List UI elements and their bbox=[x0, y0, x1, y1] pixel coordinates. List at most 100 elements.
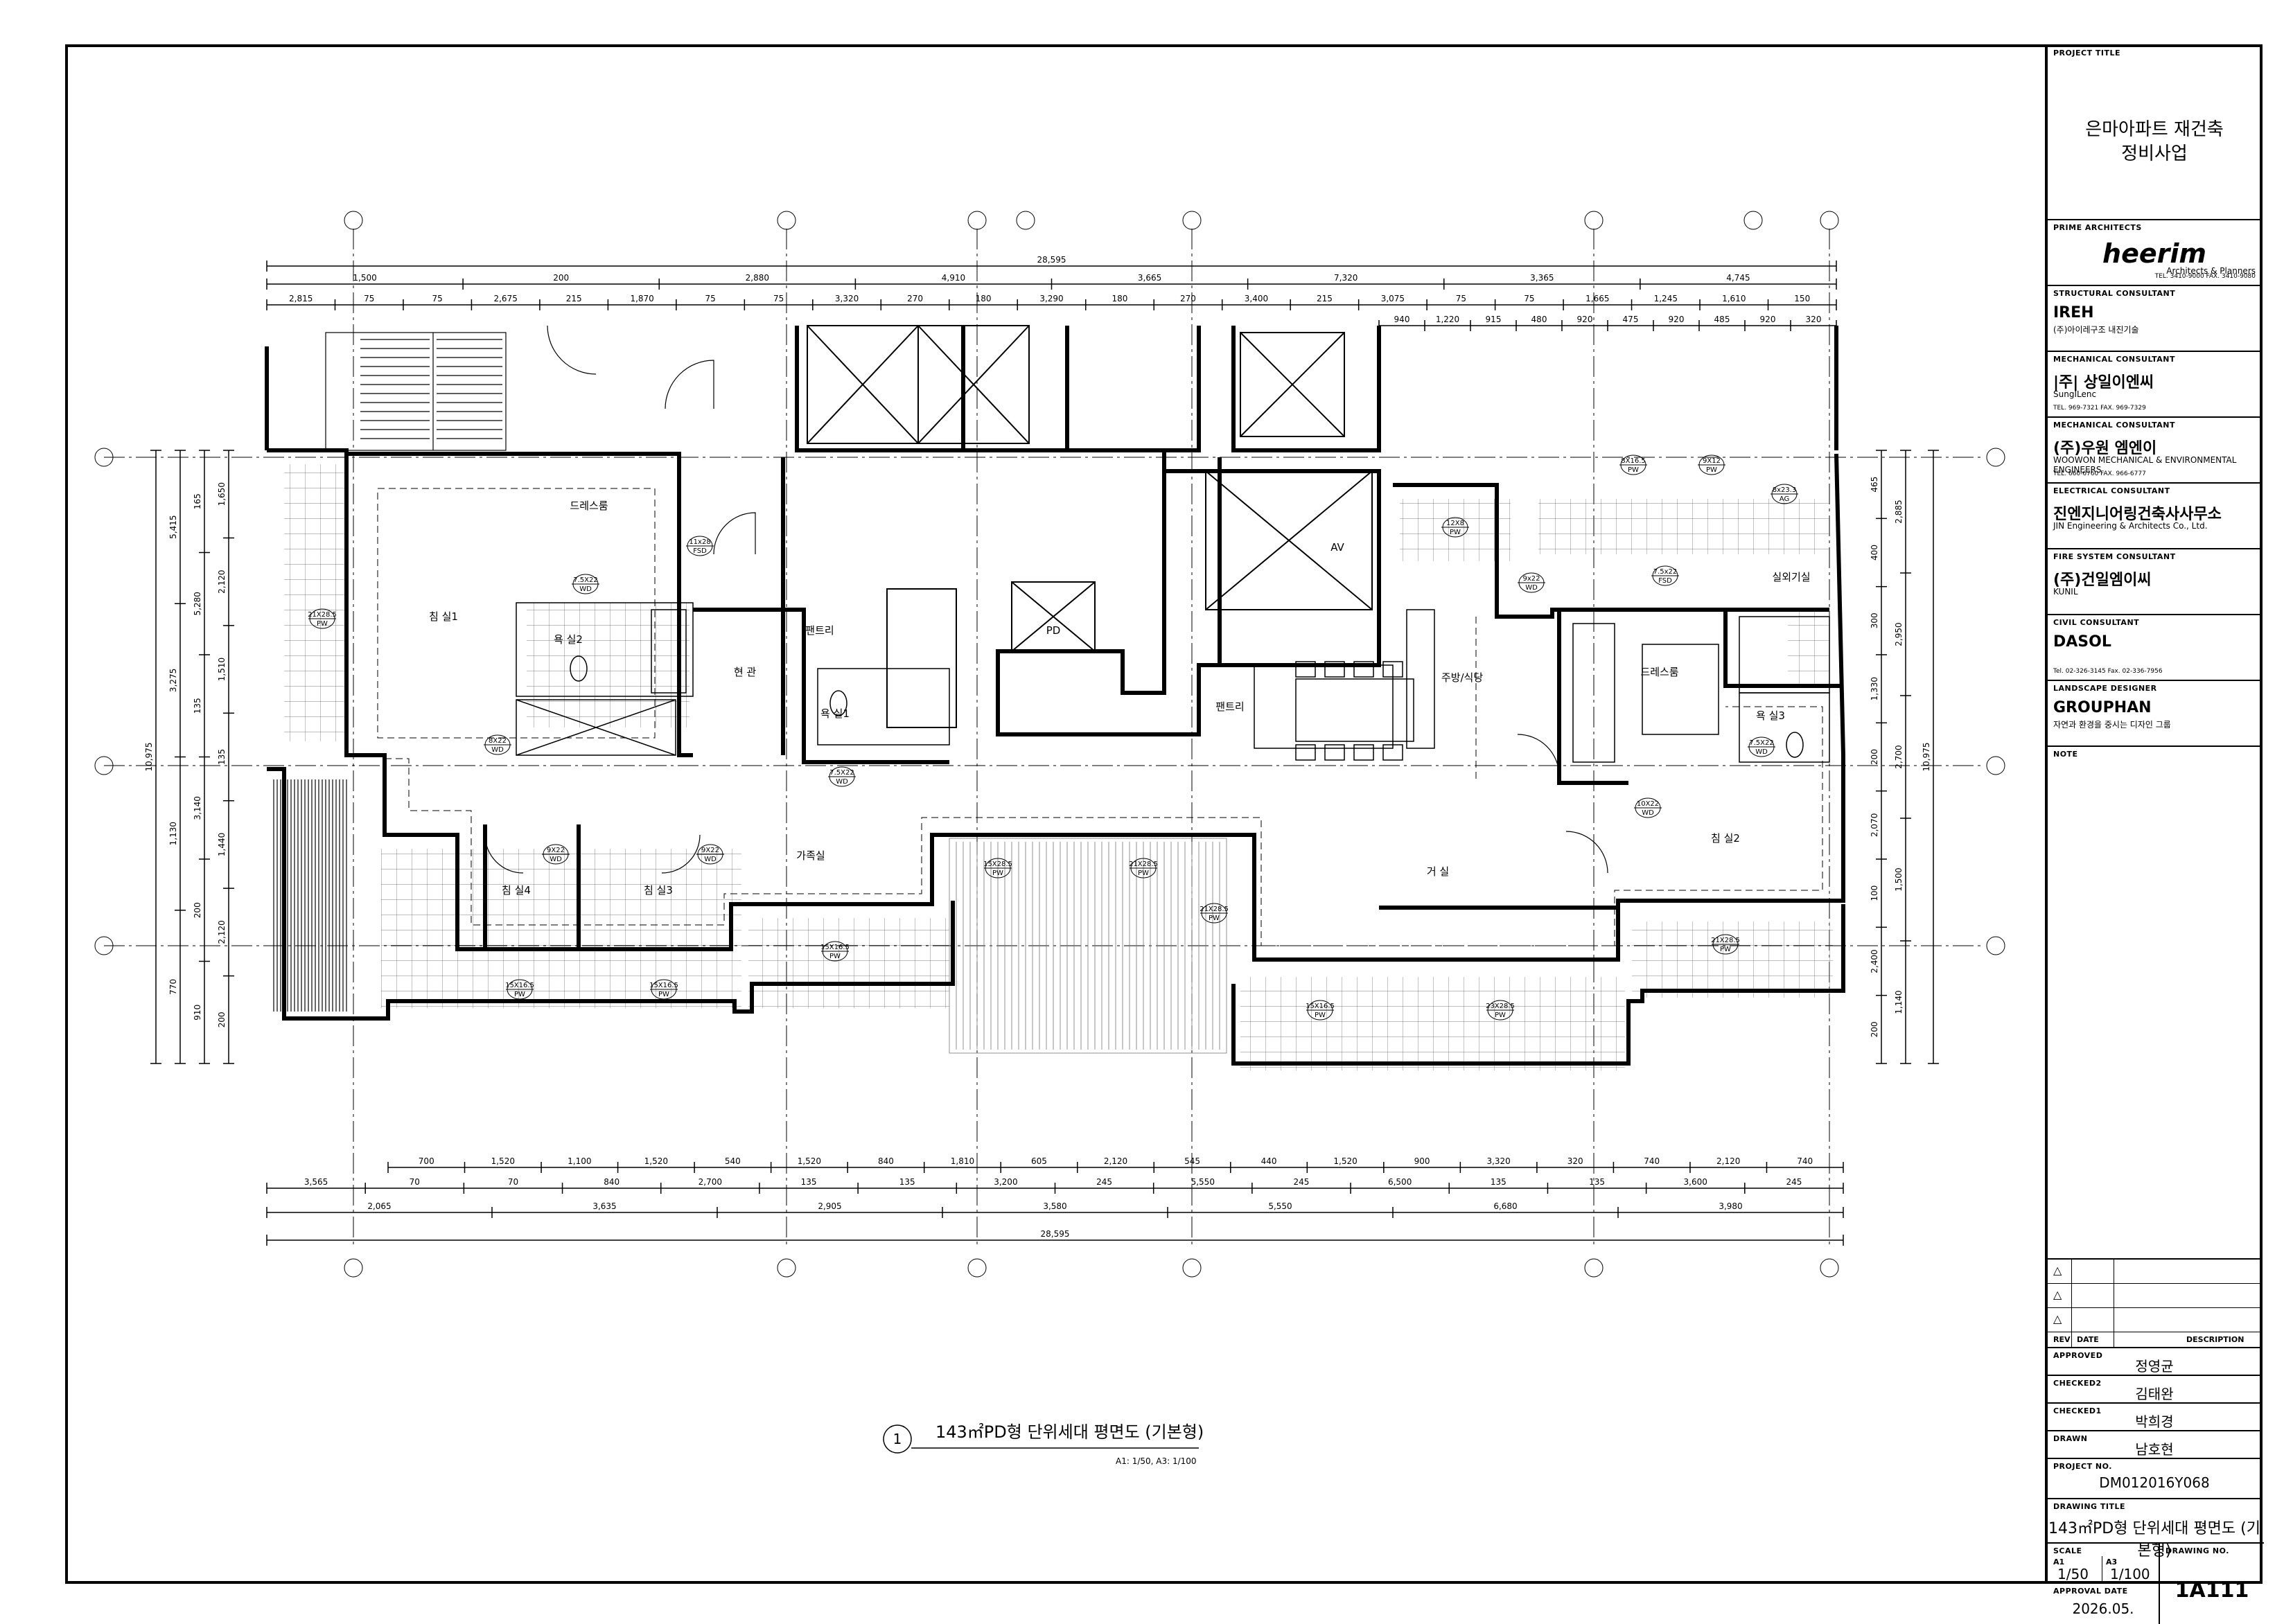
dimension-value: 1,520 bbox=[491, 1156, 515, 1166]
dimension-value: 100 bbox=[1870, 885, 1879, 901]
grid-bubble bbox=[94, 936, 114, 955]
dimension-value: 5,280 bbox=[193, 592, 202, 615]
consultant-1: STRUCTURAL CONSULTANT IREH (주)아이레구조 내진기술 bbox=[2048, 285, 2261, 351]
consultant-name: |주| 상일이엔씨 bbox=[2053, 374, 2154, 391]
project-no-value: DM012016Y068 bbox=[2099, 1474, 2210, 1491]
caption-number: 1 bbox=[893, 1431, 902, 1447]
consultant-2: MECHANICAL CONSULTANT |주| 상일이엔씨 SungILen… bbox=[2048, 351, 2261, 416]
dimension-value: 3,400 bbox=[1245, 294, 1268, 303]
dimension-value: 475 bbox=[1623, 315, 1639, 324]
window-tag-type: PW bbox=[1209, 915, 1220, 922]
window-tag-size: 9X22 bbox=[547, 847, 565, 854]
consultant-6: CIVIL CONSULTANT DASOL Tel. 02-326-3145 … bbox=[2048, 614, 2261, 680]
dimension-value: 1,810 bbox=[951, 1156, 974, 1166]
dimension-value: 2,120 bbox=[217, 570, 227, 593]
dimension-value: 3,140 bbox=[193, 796, 202, 820]
grid-bubble bbox=[777, 211, 796, 230]
dimension-value: 10,975 bbox=[1922, 743, 1931, 772]
balcony-tiles bbox=[284, 464, 1833, 1070]
dimension-value: 200 bbox=[1870, 749, 1879, 765]
dimension-value: 5,550 bbox=[1268, 1201, 1292, 1211]
window-tag-type: FSD bbox=[693, 547, 707, 555]
dimension-value: 1,665 bbox=[1585, 294, 1609, 303]
note-label: NOTE bbox=[2053, 750, 2078, 759]
dimension-value: 2,905 bbox=[818, 1201, 841, 1211]
dimension-value: 1,650 bbox=[217, 482, 227, 506]
approval-name: 정영균 bbox=[2135, 1358, 2174, 1375]
room-label: PD bbox=[1046, 624, 1061, 637]
window-tag-size: 15X16.5 bbox=[820, 944, 850, 951]
project-no-label: PROJECT NO. bbox=[2053, 1462, 2112, 1471]
room-label: 팬트리 bbox=[1215, 700, 1244, 713]
scale-section: SCALE A1 A3 1/50 1/100 bbox=[2048, 1542, 2159, 1584]
dimension-value: 1,220 bbox=[1436, 315, 1459, 324]
note-section: NOTE bbox=[2048, 745, 2261, 1258]
consultant-label: MECHANICAL CONSULTANT bbox=[2053, 421, 2176, 430]
dimension-value: 180 bbox=[976, 294, 992, 303]
room-label: 주방/식당 bbox=[1441, 671, 1483, 684]
window-tag-size: 21X28.5 bbox=[1200, 906, 1229, 913]
dimension-value: 3,580 bbox=[1043, 1201, 1066, 1211]
dimension-value: 75 bbox=[1456, 294, 1466, 303]
room-label: 팬트리 bbox=[805, 624, 834, 637]
room-label: 현 관 bbox=[734, 666, 757, 678]
dimension-value: 1,130 bbox=[168, 822, 178, 845]
dimension-value: 75 bbox=[1524, 294, 1534, 303]
dimension-value: 2,070 bbox=[1870, 813, 1879, 837]
dimension-value: 1,245 bbox=[1654, 294, 1678, 303]
dimension-value: 480 bbox=[1531, 315, 1547, 324]
dimension-value: 135 bbox=[217, 749, 227, 765]
dimension-value: 920 bbox=[1577, 315, 1593, 324]
dimension-value: 1,440 bbox=[217, 833, 227, 856]
window-tag-type: WD bbox=[1642, 809, 1654, 817]
consultant-sub: WOOWON MECHANICAL & ENVIRONMENTAL ENGINE… bbox=[2053, 455, 2237, 475]
dimension-value: 400 bbox=[1870, 545, 1879, 561]
room-label: 가족실 bbox=[796, 849, 825, 862]
dimension-value: 1,520 bbox=[1333, 1156, 1357, 1166]
dimension-value: 900 bbox=[1414, 1156, 1430, 1166]
dimension-value: 200 bbox=[553, 273, 569, 283]
scale-a1-label: A1 bbox=[2053, 1557, 2065, 1566]
dimension-value: 10,975 bbox=[144, 743, 154, 772]
dimension-value: 3,600 bbox=[1684, 1177, 1707, 1187]
dimension-value: 1,870 bbox=[630, 294, 653, 303]
grid-bubble bbox=[1016, 211, 1035, 230]
dimension-value: 910 bbox=[193, 1005, 202, 1021]
window-tag-type: WD bbox=[1755, 748, 1768, 756]
grid-bubble bbox=[1584, 211, 1604, 230]
consultant-label: MECHANICAL CONSULTANT bbox=[2053, 355, 2176, 364]
dimension-value: 3,980 bbox=[1719, 1201, 1742, 1211]
consultant-extra: TEL. 660-6760 FAX. 966-6777 bbox=[2053, 470, 2146, 477]
dimension-value: 920 bbox=[1669, 315, 1685, 324]
dimension-value: 1,510 bbox=[217, 657, 227, 681]
window-tag-size: 12X8 bbox=[1446, 520, 1464, 527]
consultant-name: 진엔지니어링건축사사무소 bbox=[2053, 506, 2222, 523]
doors bbox=[484, 325, 1608, 874]
room-label: 욕 실3 bbox=[1756, 709, 1785, 722]
grid-bubble bbox=[1986, 936, 2005, 955]
dimension-value: 3,635 bbox=[592, 1201, 616, 1211]
dimension-value: 2,120 bbox=[217, 920, 227, 944]
window-tag-size: 7.5X22 bbox=[573, 576, 597, 584]
dimension-value: 270 bbox=[1180, 294, 1196, 303]
dimension-value: 135 bbox=[1589, 1177, 1605, 1187]
consultant-sub: JIN Engineering & Architects Co., Ltd. bbox=[2053, 521, 2208, 531]
window-tag-type: PW bbox=[317, 620, 328, 628]
scale-a1-value: 1/50 bbox=[2057, 1566, 2089, 1582]
approval-drawn: DRAWN 남호현 bbox=[2048, 1430, 2261, 1458]
dimension-value: 1,330 bbox=[1870, 677, 1879, 700]
dimension-value: 1,100 bbox=[568, 1156, 591, 1166]
window-tag-size: 8X16.5 bbox=[1621, 457, 1645, 465]
window-tag-type: PW bbox=[992, 870, 1003, 877]
consultant-3: MECHANICAL CONSULTANT (주)우원 엠엔이 WOOWON M… bbox=[2048, 416, 2261, 482]
dimension-value: 270 bbox=[907, 294, 923, 303]
grid-bubble bbox=[1584, 1258, 1604, 1278]
consultant-extra: Tel. 02-326-3145 Fax. 02-336-7956 bbox=[2053, 668, 2163, 675]
caption-title: 143㎡PD형 단위세대 평면도 (기본형) bbox=[935, 1422, 1204, 1442]
consultant-name: IREH bbox=[2053, 304, 2094, 321]
revision-triangle: △ bbox=[2053, 1312, 2062, 1325]
drawing-title-section: DRAWING TITLE 143㎡PD형 단위세대 평면도 (기본형) bbox=[2048, 1498, 2261, 1560]
